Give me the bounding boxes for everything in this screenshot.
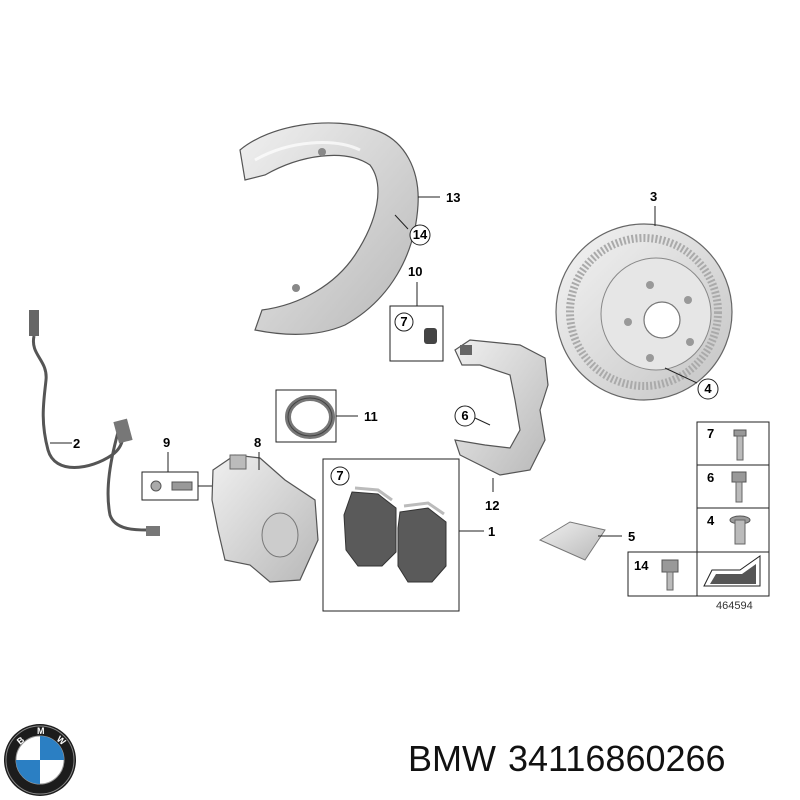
callout-11: 11 [364,409,378,424]
bmw-logo: B M W [4,724,76,796]
callout-13: 13 [446,190,460,205]
legend-row-1: 7 [707,426,714,441]
footer-brand: BMW [408,738,496,779]
callout-12: 12 [485,498,499,513]
guide-bolt-cap [424,328,437,344]
brake-pad-inner [343,486,397,567]
svg-text:M: M [37,726,45,736]
callout-8: 8 [254,435,261,450]
callout-7-pads: 7 [336,468,343,483]
footer-caption: BMW 34116860266 [408,738,738,780]
footer-part-number: 34116860266 [507,738,726,779]
legend-row-4: 14 [634,558,649,573]
legend-row-3: 4 [707,513,715,528]
callout-14-shield: 14 [413,227,428,242]
callout-5: 5 [628,529,635,544]
callout-7-bolt: 7 [400,314,407,329]
callout-4-disc: 4 [704,381,712,396]
fastener-legend [627,421,770,597]
dust-shield [239,122,440,335]
caliper-carrier [454,339,549,476]
legend-row-2: 6 [707,470,714,485]
callout-2: 2 [73,436,80,451]
brake-disc [555,223,733,401]
brake-caliper [211,454,319,583]
brake-pad-outer [397,501,447,583]
callout-3: 3 [650,189,657,204]
callout-6: 6 [461,408,468,423]
wear-sensor [29,310,160,536]
callout-10: 10 [408,264,422,279]
diagram-reference-number: 464594 [716,600,753,612]
svg-text:B: B [15,734,27,746]
callout-1: 1 [488,524,495,539]
callout-9: 9 [163,435,170,450]
assembly-paste-packet [538,521,606,561]
